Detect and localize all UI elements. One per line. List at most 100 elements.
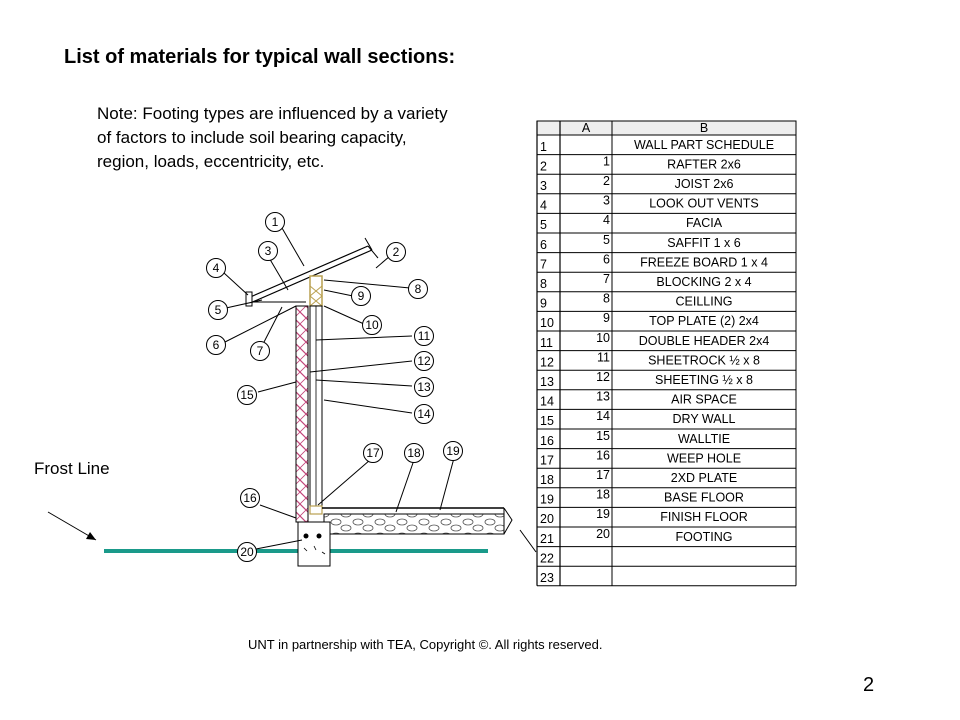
callout-label: 13 xyxy=(417,380,431,394)
callout-label: 15 xyxy=(240,388,254,402)
callout-2 xyxy=(386,242,406,262)
row-number: 22 xyxy=(540,551,554,565)
schedule-item-number: 5 xyxy=(603,233,610,247)
row-number: 4 xyxy=(540,199,547,213)
schedule-item-name: FACIA xyxy=(686,216,723,230)
callout-13 xyxy=(414,377,434,397)
schedule-item-name: DOUBLE HEADER 2x4 xyxy=(639,334,770,348)
callout-label: 6 xyxy=(213,338,220,352)
callout-label: 14 xyxy=(417,407,431,421)
callout-12 xyxy=(414,351,434,371)
callout-label: 18 xyxy=(407,446,421,460)
callout-label: 17 xyxy=(366,446,380,460)
row-number: 12 xyxy=(540,355,554,369)
schedule-item-number: 8 xyxy=(603,292,610,306)
row-number: 18 xyxy=(540,473,554,487)
callout-label: 8 xyxy=(415,282,422,296)
callout-label: 20 xyxy=(240,545,254,559)
callout-18 xyxy=(404,443,424,463)
callout-label: 11 xyxy=(418,329,431,343)
schedule-item-name: FREEZE BOARD 1 x 4 xyxy=(640,255,768,269)
schedule-item-name: DRY WALL xyxy=(673,412,736,426)
row-number: 11 xyxy=(540,336,553,350)
callout-label: 4 xyxy=(213,261,220,275)
schedule-item-number: 12 xyxy=(596,370,610,384)
schedule-item-name: JOIST 2x6 xyxy=(675,177,734,191)
schedule-item-number: 6 xyxy=(603,252,610,266)
callout-10 xyxy=(362,315,382,335)
row-number: 20 xyxy=(540,512,554,526)
schedule-item-number: 18 xyxy=(596,488,610,502)
callout-15 xyxy=(237,385,257,405)
schedule-item-number: 10 xyxy=(596,331,610,345)
row-number: 9 xyxy=(540,297,547,311)
frost-line-label: Frost Line xyxy=(34,459,110,478)
schedule-item-number: 16 xyxy=(596,448,610,462)
schedule-item-name: RAFTER 2x6 xyxy=(667,157,741,171)
schedule-item-number: 1 xyxy=(603,154,610,168)
callout-label: 16 xyxy=(243,491,257,505)
brick-veneer xyxy=(295,305,309,523)
callout-9 xyxy=(351,286,371,306)
callout-16 xyxy=(240,488,260,508)
row-number: 13 xyxy=(540,375,554,389)
page-number: 2 xyxy=(863,674,875,696)
schedule-item-number: 7 xyxy=(603,272,610,286)
callout-label: 10 xyxy=(365,318,379,332)
schedule-item-number: 9 xyxy=(603,311,610,325)
row-number: 1 xyxy=(540,140,547,154)
base-floor xyxy=(323,513,505,535)
schedule-item-name: SHEETROCK ½ x 8 xyxy=(648,353,760,367)
copyright-footer: UNT in partnership with TEA, Copyright ©… xyxy=(248,637,603,652)
schedule-item-name: AIR SPACE xyxy=(671,393,737,407)
rafter xyxy=(247,245,369,299)
callout-8 xyxy=(408,279,428,299)
schedule-item-number: 11 xyxy=(597,350,610,364)
row-number: 10 xyxy=(540,316,554,330)
schedule-item-name: SAFFIT 1 x 6 xyxy=(667,236,740,250)
row-number: 23 xyxy=(540,571,554,585)
schedule-item-name: SHEETING ½ x 8 xyxy=(655,373,753,387)
row-number: 5 xyxy=(540,218,547,232)
column-header-a: A xyxy=(582,121,591,135)
facia xyxy=(245,291,253,307)
schedule-item-number: 4 xyxy=(603,213,610,227)
callout-19 xyxy=(443,441,463,461)
callout-1 xyxy=(265,212,285,232)
callout-label: 1 xyxy=(272,215,279,229)
row-number: 3 xyxy=(540,179,547,193)
schedule-item-number: 17 xyxy=(596,468,610,482)
callout-20 xyxy=(237,542,257,562)
callout-label: 9 xyxy=(358,289,365,303)
schedule-item-name: WALLTIE xyxy=(678,432,730,446)
callout-14 xyxy=(414,404,434,424)
row-number: 7 xyxy=(540,257,547,271)
schedule-item-name: WALL PART SCHEDULE xyxy=(634,138,774,152)
footing-note: Note: Footing types are influenced by a … xyxy=(97,104,448,171)
schedule-item-name: BLOCKING 2 x 4 xyxy=(656,275,751,289)
callout-4 xyxy=(206,258,226,278)
callout-label: 7 xyxy=(257,344,264,358)
row-number: 2 xyxy=(540,159,547,173)
callout-3 xyxy=(258,241,278,261)
footing xyxy=(297,521,331,567)
schedule-item-name: FINISH FLOOR xyxy=(660,510,748,524)
row-number: 15 xyxy=(540,414,554,428)
callout-11 xyxy=(414,326,434,346)
row-number: 16 xyxy=(540,434,554,448)
callout-label: 5 xyxy=(215,303,222,317)
page-title: List of materials for typical wall secti… xyxy=(64,46,456,68)
row-number: 19 xyxy=(540,493,554,507)
schedule-item-name: WEEP HOLE xyxy=(667,451,741,465)
schedule-item-name: CEILLING xyxy=(676,295,733,309)
callout-17 xyxy=(363,443,383,463)
callout-label: 12 xyxy=(417,354,431,368)
schedule-item-name: LOOK OUT VENTS xyxy=(649,197,759,211)
row-number: 6 xyxy=(540,238,547,252)
callout-6 xyxy=(206,335,226,355)
callout-7 xyxy=(250,341,270,361)
row-number: 17 xyxy=(540,453,554,467)
schedule-item-number: 19 xyxy=(596,507,610,521)
schedule-item-number: 15 xyxy=(596,429,610,443)
